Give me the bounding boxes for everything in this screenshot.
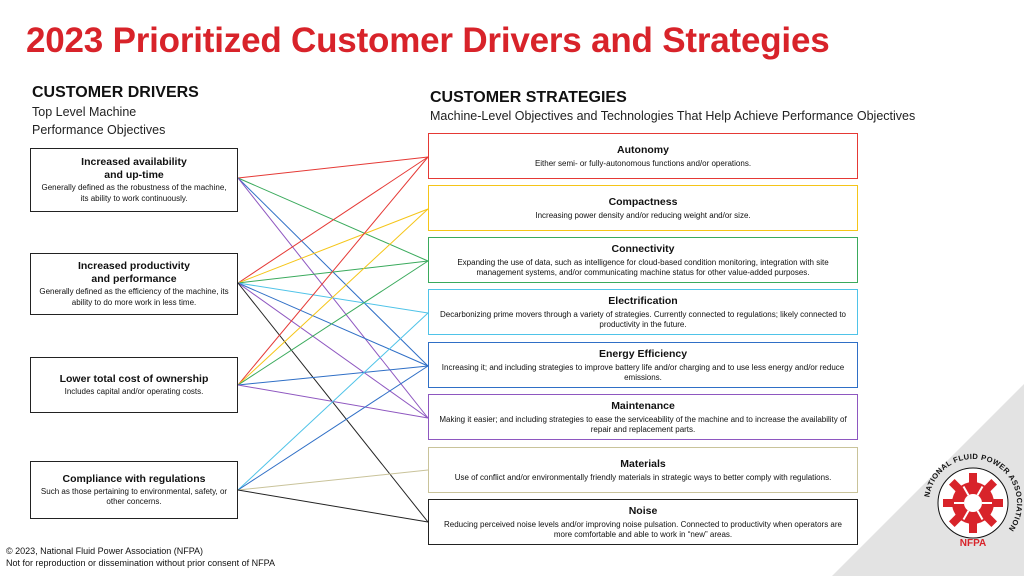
gear-spoke [976, 486, 984, 496]
page-title: 2023 Prioritized Customer Drivers and St… [26, 21, 830, 60]
strategy-description: Reducing perceived noise levels and/or i… [443, 519, 842, 540]
connection-line [237, 312, 429, 491]
connection-line [237, 469, 429, 491]
reproduction-notice: Not for reproduction or dissemination wi… [6, 557, 275, 568]
driver-box-cost: Lower total cost of ownership Includes c… [30, 357, 238, 413]
strategy-description: Expanding the use of data, such as intel… [457, 257, 829, 278]
driver-description: Such as those pertaining to environmenta… [40, 486, 228, 507]
copyright-footer: © 2023, National Fluid Power Association… [6, 546, 275, 569]
strategy-description: Increasing it; and including strategies … [441, 362, 845, 383]
copyright-line: © 2023, National Fluid Power Association… [6, 546, 204, 556]
gear-tooth [943, 499, 955, 507]
driver-description: Generally defined as the efficiency of t… [39, 287, 229, 307]
drivers-subheading-line2: Performance Objectives [32, 123, 166, 137]
connection-line [237, 365, 429, 491]
strategy-title: Electrification [608, 294, 678, 307]
strategy-box-materials: Materials Use of conflict and/or environ… [428, 447, 858, 493]
strategy-title: Noise [628, 504, 658, 517]
connection-line [237, 208, 429, 386]
gear-spoke [962, 510, 970, 520]
strategy-box-connectivity: Connectivity Expanding the use of data, … [428, 237, 858, 283]
connection-line [237, 282, 429, 419]
drivers-subheading-line1: Top Level Machine [32, 105, 137, 119]
strategy-description: Decarbonizing prime movers through a var… [440, 309, 846, 330]
connection-line [237, 282, 429, 523]
gear-spoke [962, 486, 970, 496]
strategy-title: Maintenance [611, 399, 675, 412]
driver-description: Generally defined as the robustness of t… [41, 183, 227, 203]
driver-box-availability: Increased availability and up-time Gener… [30, 148, 238, 212]
connection-line [237, 260, 429, 386]
driver-box-compliance: Compliance with regulations Such as thos… [30, 461, 238, 519]
connection-line [237, 489, 429, 523]
gear-tooth [991, 499, 1003, 507]
drivers-heading: CUSTOMER DRIVERS [32, 84, 199, 101]
strategy-box-electrification: Electrification Decarbonizing prime move… [428, 289, 858, 335]
strategy-description: Either semi- or fully-autonomous functio… [534, 158, 752, 168]
gear-hub [964, 494, 982, 512]
strategy-box-maintenance: Maintenance Making it easier; and includ… [428, 394, 858, 440]
driver-title: Lower total cost of ownership [59, 372, 209, 385]
strategy-title: Materials [620, 457, 666, 470]
gear-tooth [969, 521, 977, 533]
connection-line [237, 282, 429, 314]
driver-box-productivity: Increased productivity and performance G… [30, 253, 238, 315]
driver-title: Increased productivity [77, 260, 191, 272]
strategy-description: Increasing power density and/or reducing… [535, 210, 751, 220]
strategies-heading: CUSTOMER STRATEGIES [430, 89, 627, 106]
connection-line [237, 282, 429, 367]
strategy-title: Autonomy [617, 143, 669, 156]
strategy-title: Compactness [608, 195, 678, 208]
driver-title: Compliance with regulations [62, 472, 206, 485]
driver-description: Includes capital and/or operating costs. [64, 386, 204, 396]
strategy-box-compactness: Compactness Increasing power density and… [428, 185, 858, 231]
nfpa-logo: NATIONAL FLUID POWER ASSOCIATION NFPA [922, 452, 1023, 549]
connection-line [237, 365, 429, 386]
strategies-subheading: Machine-Level Objectives and Technologie… [430, 109, 916, 123]
strategy-box-energy-efficiency: Energy Efficiency Increasing it; and inc… [428, 342, 858, 388]
strategy-description: Making it easier; and including strategi… [439, 414, 847, 435]
logo-gear-icon [943, 473, 1003, 533]
strategy-box-noise: Noise Reducing perceived noise levels an… [428, 499, 858, 545]
gear-tooth [969, 473, 977, 485]
strategy-description: Use of conflict and/or environmentally f… [454, 472, 832, 482]
connection-line [237, 156, 429, 284]
driver-title: and performance [91, 273, 177, 285]
driver-title: Increased availability [81, 156, 187, 168]
connection-line [237, 156, 429, 386]
connection-line [237, 208, 429, 284]
driver-title: and up-time [104, 169, 164, 181]
connection-line [237, 156, 429, 179]
logo-acronym: NFPA [960, 538, 986, 549]
strategy-title: Energy Efficiency [598, 347, 688, 360]
gear-spoke [976, 510, 984, 520]
strategy-title: Connectivity [611, 242, 675, 255]
connection-line [237, 260, 429, 284]
strategy-box-autonomy: Autonomy Either semi- or fully-autonomou… [428, 133, 858, 179]
